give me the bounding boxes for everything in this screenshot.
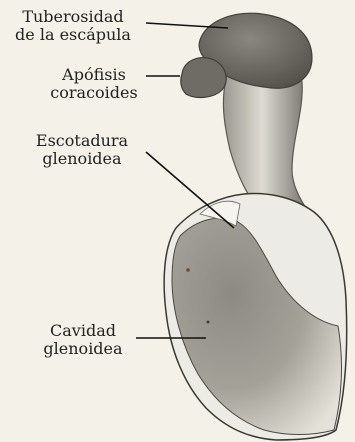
label-apofisis-line1: Apófisis [48,66,140,84]
surface-mark [207,321,210,324]
coracoid-shape [181,58,226,98]
label-tuberosidad-line2: de la escápula [6,26,140,44]
label-apofisis-line2: coracoides [48,84,140,102]
label-cavidad: Cavidad glenoidea [34,322,132,358]
label-tuberosidad-line1: Tuberosidad [6,8,140,26]
label-cavidad-line2: glenoidea [34,340,132,358]
label-cavidad-line1: Cavidad [34,322,132,340]
label-escotadura-line2: glenoidea [22,150,142,168]
surface-mark [186,268,190,272]
label-apofisis: Apófisis coracoides [48,66,140,102]
label-escotadura-line1: Escotadura [22,132,142,150]
label-tuberosidad: Tuberosidad de la escápula [6,8,140,44]
label-escotadura: Escotadura glenoidea [22,132,142,168]
